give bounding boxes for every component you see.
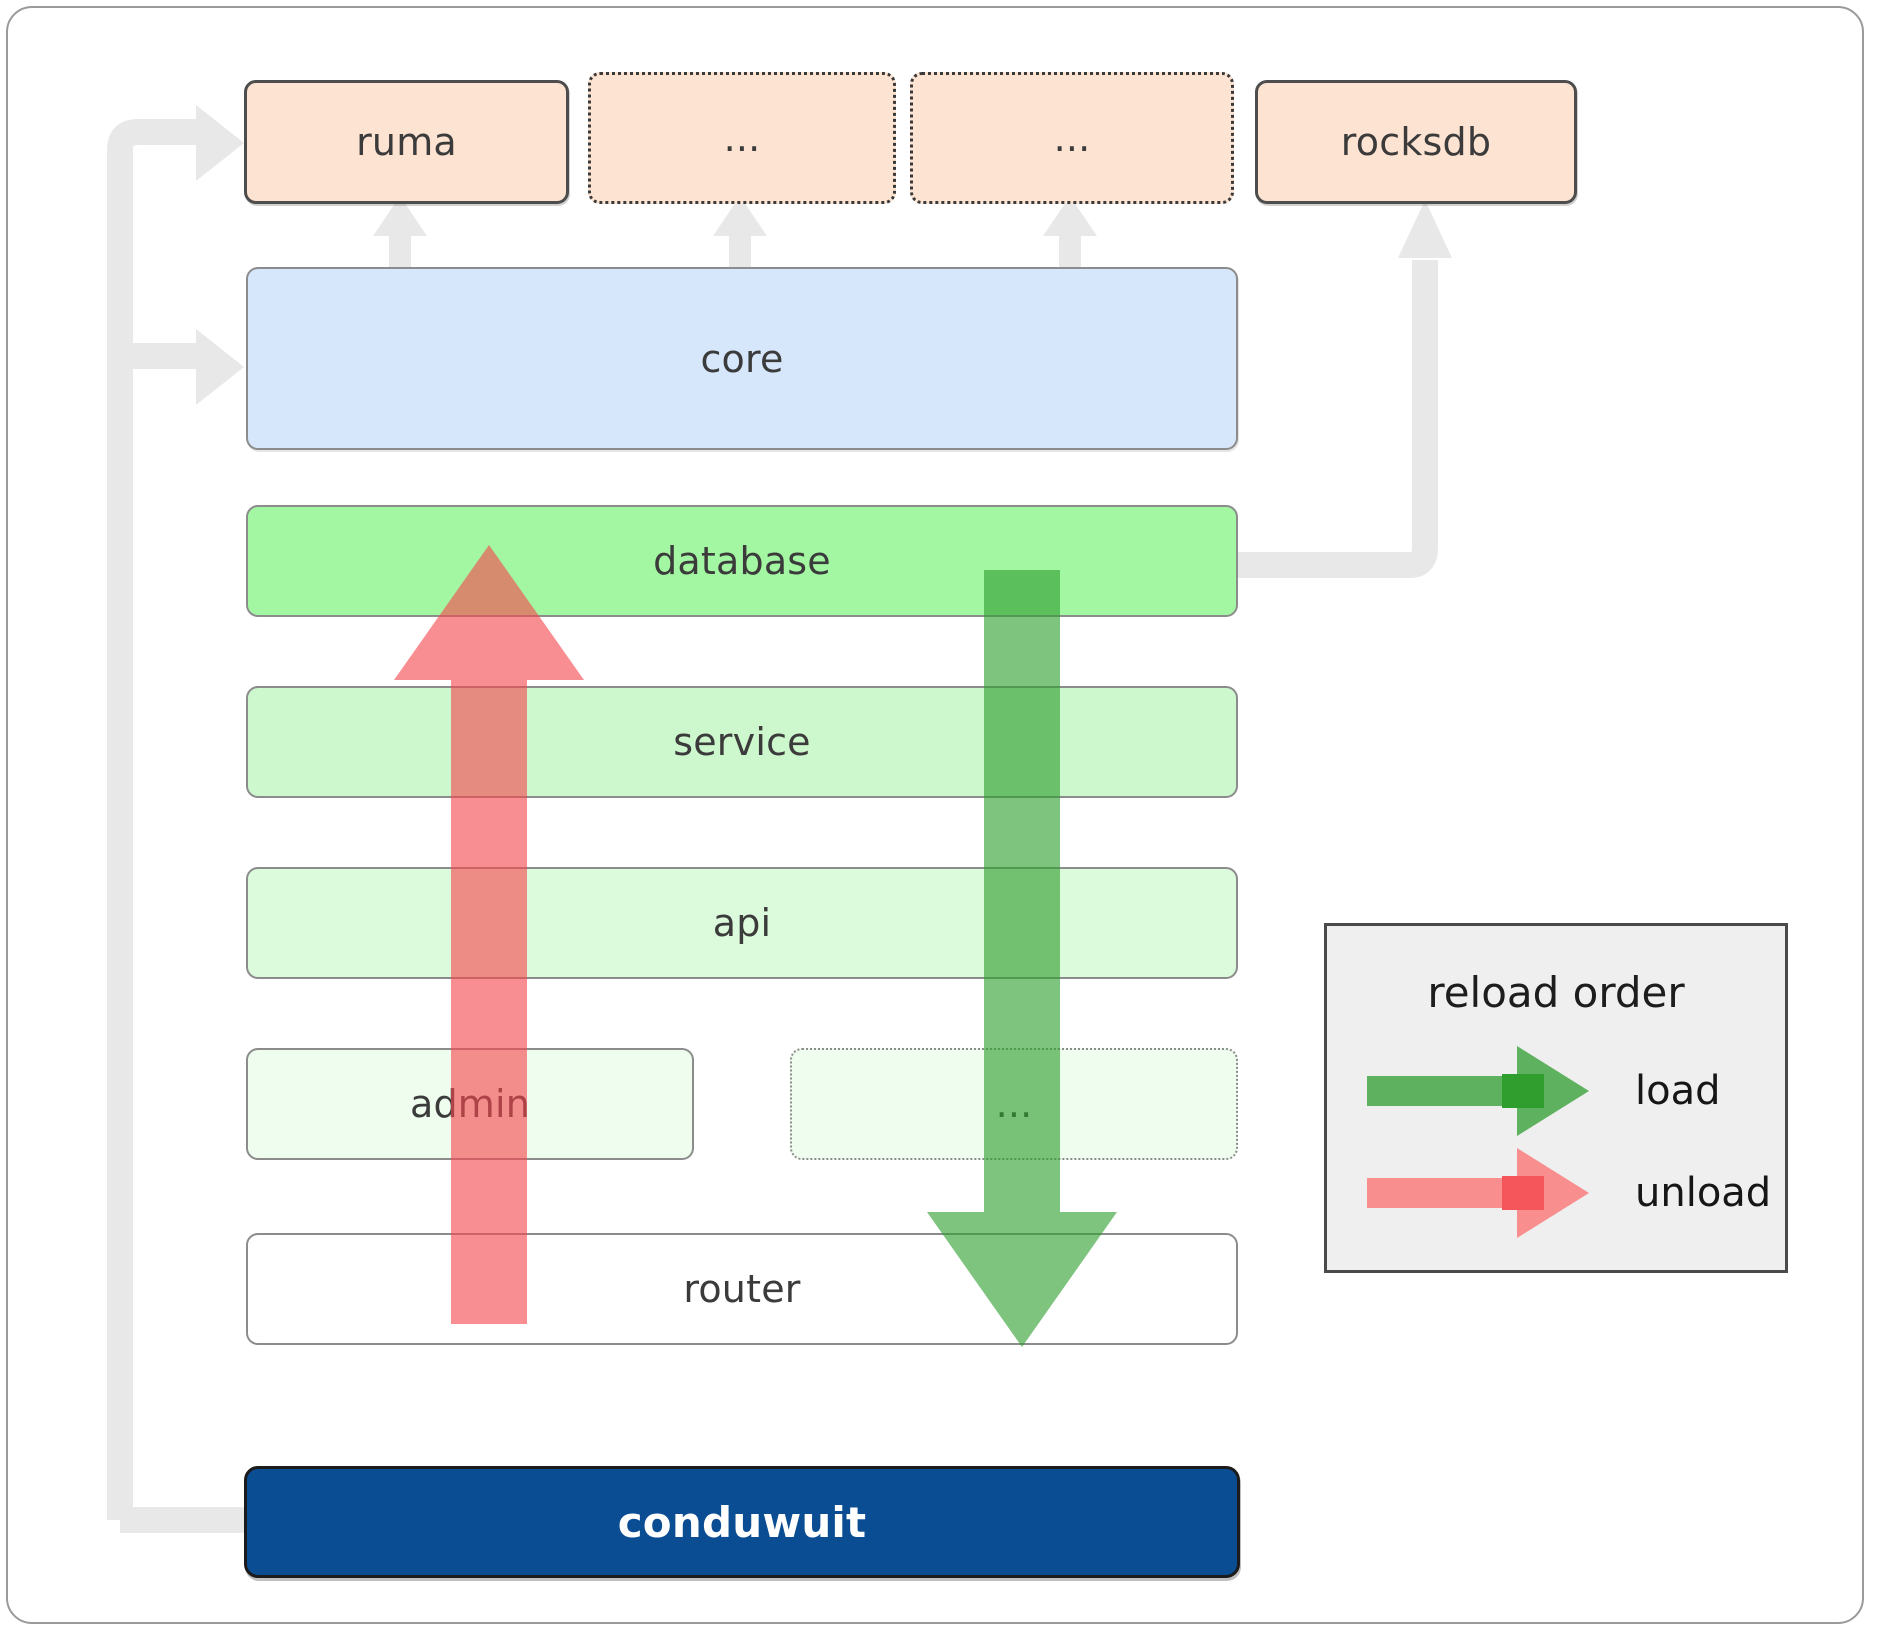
layer-box-admin[interactable]: admin: [246, 1048, 694, 1160]
layer-label-dots: ...: [995, 1082, 1033, 1126]
core-box[interactable]: core: [246, 267, 1238, 450]
load-arrow-icon: [1367, 1046, 1597, 1136]
dependency-box-rocksdb[interactable]: rocksdb: [1255, 80, 1577, 204]
diagram-frame: [6, 6, 1864, 1624]
layer-label-database: database: [653, 539, 831, 583]
layer-label-admin: admin: [409, 1082, 531, 1126]
layer-box-dots[interactable]: ...: [790, 1048, 1238, 1160]
layer-box-database[interactable]: database: [246, 505, 1238, 617]
legend-label-load: load: [1635, 1068, 1721, 1114]
legend-panel: reload order load unload: [1324, 923, 1788, 1273]
layer-box-service[interactable]: service: [246, 686, 1238, 798]
layer-box-api[interactable]: api: [246, 867, 1238, 979]
legend-row-unload: unload: [1327, 1148, 1785, 1238]
dependency-label-3: ...: [1053, 116, 1091, 160]
dependency-box-ruma[interactable]: ruma: [244, 80, 569, 204]
dependency-label-2: ...: [723, 116, 761, 160]
layer-label-service: service: [673, 720, 811, 764]
binary-label-conduwuit: conduwuit: [617, 1497, 867, 1547]
dependency-box-3[interactable]: ...: [910, 72, 1234, 204]
core-label: core: [700, 336, 784, 381]
legend-row-load: load: [1327, 1046, 1785, 1136]
legend-title: reload order: [1427, 968, 1685, 1017]
layer-label-router: router: [683, 1267, 801, 1311]
dependency-box-2[interactable]: ...: [588, 72, 896, 204]
layer-label-api: api: [712, 901, 772, 945]
dependency-label-rocksdb: rocksdb: [1340, 120, 1492, 164]
unload-arrow-icon: [1367, 1148, 1597, 1238]
dependency-label-ruma: ruma: [356, 120, 457, 164]
legend-label-unload: unload: [1635, 1170, 1772, 1216]
binary-box-conduwuit[interactable]: conduwuit: [244, 1466, 1240, 1578]
layer-box-router[interactable]: router: [246, 1233, 1238, 1345]
